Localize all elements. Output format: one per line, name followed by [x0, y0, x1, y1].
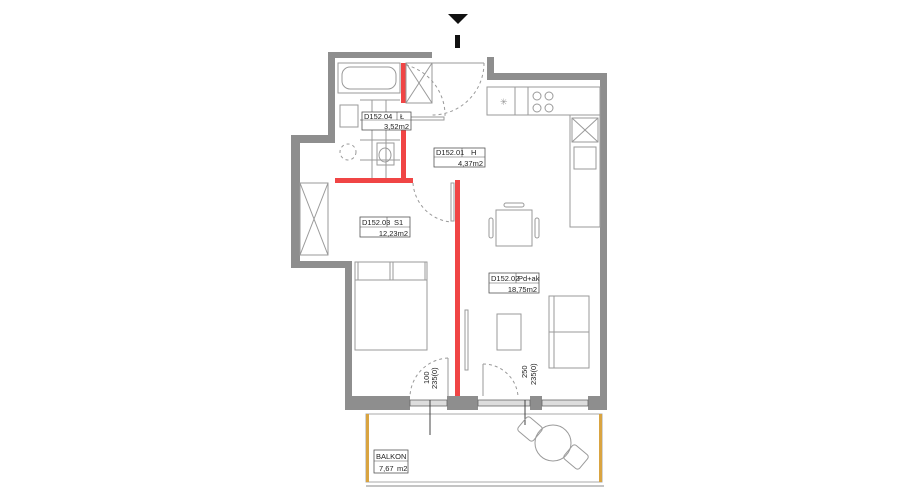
svg-text:D152.03: D152.03: [362, 218, 390, 227]
svg-text:m2: m2: [397, 464, 407, 473]
svg-text:18,75m2: 18,75m2: [508, 285, 537, 294]
doors: [405, 62, 519, 397]
svg-text:250: 250: [520, 365, 529, 378]
svg-text:S1: S1: [394, 218, 403, 227]
room-label-hall: D152.01 H 4,37m2: [433, 147, 486, 168]
svg-text:7,67: 7,67: [379, 464, 394, 473]
room-label-balcony: BALKON 7,67 m2: [373, 449, 409, 474]
exterior-walls: [291, 52, 607, 410]
new-partition-walls: [335, 63, 460, 396]
svg-text:H: H: [471, 148, 476, 157]
section-arrow-icon: [448, 14, 468, 24]
svg-text:12,23m2: 12,23m2: [379, 229, 408, 238]
svg-text:✳: ✳: [500, 97, 508, 107]
svg-text:D152.01: D152.01: [436, 148, 464, 157]
kitchen-fixtures: ✳: [486, 86, 601, 228]
svg-text:235(0): 235(0): [529, 363, 538, 385]
svg-text:4,37m2: 4,37m2: [458, 159, 483, 168]
room-label-living-room: D152.02 Pd+ak 18,75m2: [488, 272, 540, 294]
window-dimensions: 100 235(0) 250 235(0): [422, 363, 538, 389]
svg-text:BALKON: BALKON: [376, 452, 406, 461]
svg-text:Ł: Ł: [400, 112, 404, 121]
bathroom-fixtures: [337, 62, 433, 178]
room-label-bathroom: D152.04 Ł 3,52m2: [361, 111, 412, 131]
furniture: [354, 202, 590, 369]
balcony: [365, 400, 604, 487]
svg-text:D152.04: D152.04: [364, 112, 392, 121]
svg-text:235(0): 235(0): [430, 367, 439, 389]
room-label-bedroom: D152.03 S1 12,23m2: [359, 216, 411, 238]
section-marker: [448, 14, 468, 48]
svg-text:Pd+ak: Pd+ak: [518, 274, 540, 283]
svg-text:3,52m2: 3,52m2: [384, 122, 409, 131]
svg-text:D152.02: D152.02: [491, 274, 519, 283]
svg-text:100: 100: [422, 371, 431, 384]
